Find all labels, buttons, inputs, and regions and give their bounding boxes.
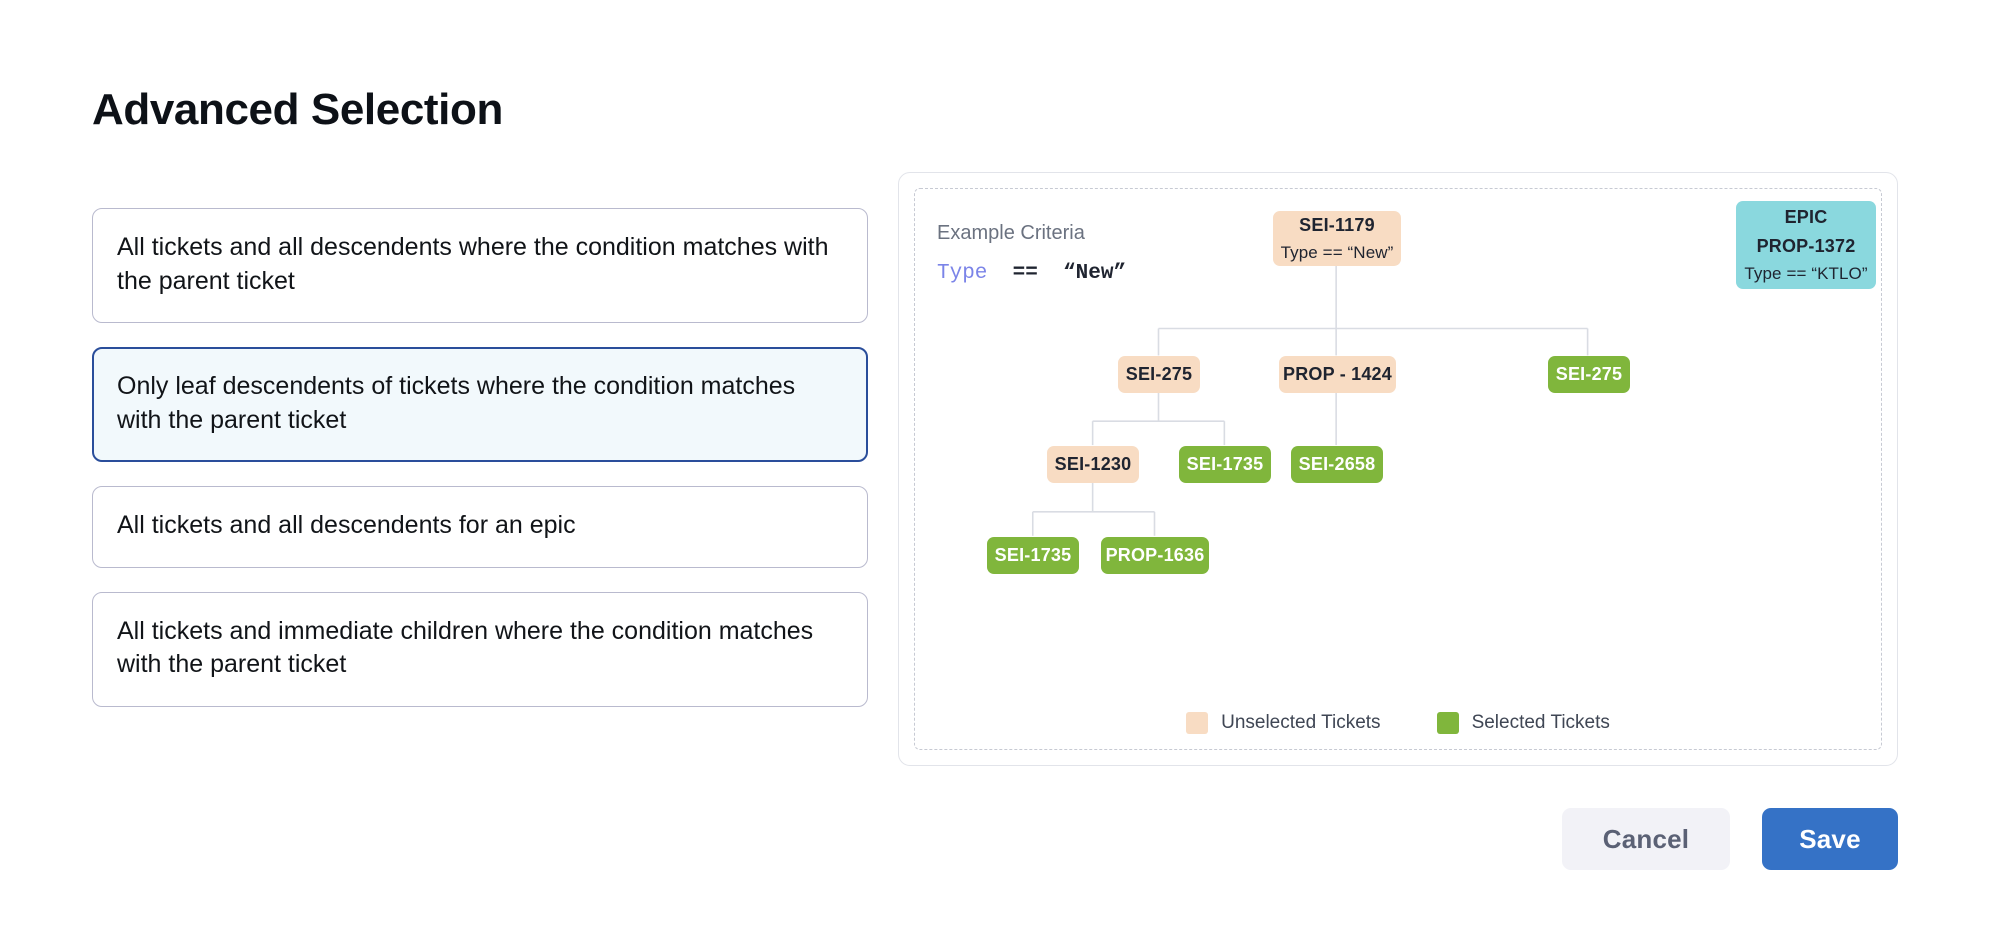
- example-diagram-inner: Example Criteria Type == “New”: [914, 188, 1882, 750]
- tree-node-prop-1424[interactable]: PROP - 1424: [1279, 356, 1396, 393]
- tree-node-sei-1735-row4[interactable]: SEI-1735: [987, 537, 1079, 574]
- legend-swatch-selected-icon: [1436, 712, 1459, 734]
- node-title: PROP - 1424: [1283, 364, 1392, 384]
- tree-node-root[interactable]: SEI-1179 Type == “New”: [1273, 211, 1401, 266]
- node-title: SEI-2658: [1298, 454, 1376, 474]
- tree-node-epic[interactable]: EPIC PROP-1372 Type == “KTLO”: [1736, 201, 1876, 289]
- cancel-button[interactable]: Cancel: [1562, 808, 1730, 870]
- criteria-operator: ==: [1012, 262, 1038, 285]
- node-title: SEI-1735: [994, 545, 1072, 565]
- legend-label: Selected Tickets: [1471, 712, 1610, 733]
- legend-item-selected: Selected Tickets: [1436, 712, 1610, 734]
- option-card-all-descendents-condition[interactable]: All tickets and all descendents where th…: [92, 208, 868, 323]
- tree-node-sei-1735-row3[interactable]: SEI-1735: [1179, 446, 1271, 483]
- option-card-leaf-descendents-condition[interactable]: Only leaf descendents of tickets where t…: [92, 347, 868, 462]
- criteria-expression: Type == “New”: [937, 262, 1126, 285]
- tree-node-sei-2658[interactable]: SEI-2658: [1291, 446, 1383, 483]
- save-button[interactable]: Save: [1762, 808, 1898, 870]
- page-title: Advanced Selection: [92, 85, 503, 135]
- node-subtitle: Type == “New”: [1280, 242, 1394, 262]
- criteria-value: “New”: [1063, 262, 1127, 285]
- option-label: All tickets and all descendents for an e…: [117, 511, 576, 539]
- node-subtitle: Type == “KTLO”: [1744, 263, 1868, 283]
- node-title: SEI-1230: [1054, 454, 1132, 474]
- criteria-label: Example Criteria: [937, 222, 1085, 244]
- node-title: SEI-275: [1555, 364, 1623, 384]
- option-label: All tickets and immediate children where…: [117, 616, 814, 679]
- node-epic-label: EPIC: [1784, 206, 1828, 227]
- tree-node-prop-1636[interactable]: PROP-1636: [1101, 537, 1209, 574]
- legend-item-unselected: Unselected Tickets: [1186, 712, 1381, 734]
- option-card-immediate-children-condition[interactable]: All tickets and immediate children where…: [92, 591, 868, 707]
- node-title: SEI-1735: [1186, 454, 1264, 474]
- option-label: Only leaf descendents of tickets where t…: [117, 372, 796, 434]
- node-title: SEI-275: [1125, 364, 1193, 384]
- example-diagram-panel: Example Criteria Type == “New”: [898, 172, 1898, 766]
- criteria-field: Type: [937, 262, 988, 285]
- dialog-footer: Cancel Save: [1562, 808, 1898, 870]
- tree-node-sei-275-selected[interactable]: SEI-275: [1548, 356, 1630, 393]
- option-label: All tickets and all descendents where th…: [117, 233, 829, 295]
- legend-label: Unselected Tickets: [1221, 712, 1381, 733]
- option-card-all-descendents-epic[interactable]: All tickets and all descendents for an e…: [92, 486, 868, 568]
- node-epic-key: PROP-1372: [1756, 235, 1856, 256]
- node-title: SEI-1179: [1299, 214, 1375, 235]
- legend-swatch-unselected-icon: [1186, 712, 1209, 734]
- tree-node-sei-1230[interactable]: SEI-1230: [1047, 446, 1139, 483]
- node-title: PROP-1636: [1105, 545, 1205, 565]
- selection-options-list: All tickets and all descendents where th…: [92, 208, 868, 707]
- diagram-legend: Unselected Tickets Selected Tickets: [915, 712, 1881, 734]
- tree-node-sei-275-unselected[interactable]: SEI-275: [1118, 356, 1200, 393]
